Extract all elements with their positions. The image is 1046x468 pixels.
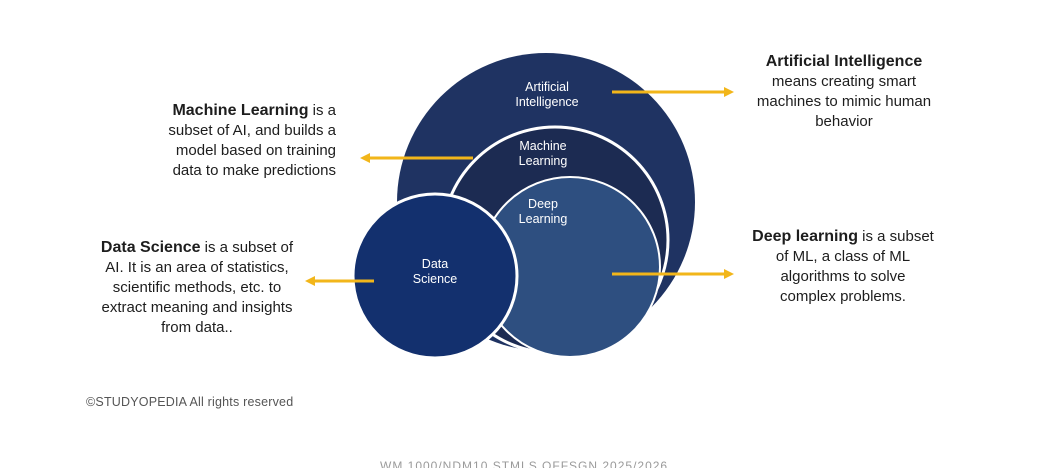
dl-description-text: is a subset of ML, a class of ML algorit…	[775, 228, 934, 305]
ds-circle-label: Data Science	[412, 257, 458, 286]
ml-description-text: is a subset of AI, and builds a model ba…	[168, 102, 336, 179]
ds-description: Data Science is a subset of AI. It is an…	[76, 238, 318, 338]
ai-description-text: means creating smart machines to mimic h…	[756, 73, 932, 130]
ml-description: Machine Learning is a subset of AI, and …	[130, 101, 336, 181]
watermark-text: WM 1000/NDM10 STMLS OFFSGN 2025/2026	[380, 459, 669, 468]
ds-description-text: is a subset of AI. It is an area of stat…	[101, 239, 294, 336]
copyright-footer: ©STUDYOPEDIA All rights reserved	[86, 395, 294, 409]
ml-description-title: Machine Learning	[172, 102, 309, 119]
dl-description-title: Deep learning	[752, 228, 858, 245]
dl-circle-label: Deep Learning	[518, 197, 568, 226]
ai-circle-label: Artificial Intelligence	[515, 80, 579, 109]
ds-circle	[351, 192, 519, 360]
ai-description-title: Artificial Intelligence	[765, 53, 923, 70]
ml-circle-label: Machine Learning	[518, 139, 568, 168]
ds-description-title: Data Science	[100, 239, 201, 256]
dl-description: Deep learning is a subset of ML, a class…	[738, 227, 948, 307]
ai-description: Artificial Intelligence means creating s…	[738, 52, 950, 132]
